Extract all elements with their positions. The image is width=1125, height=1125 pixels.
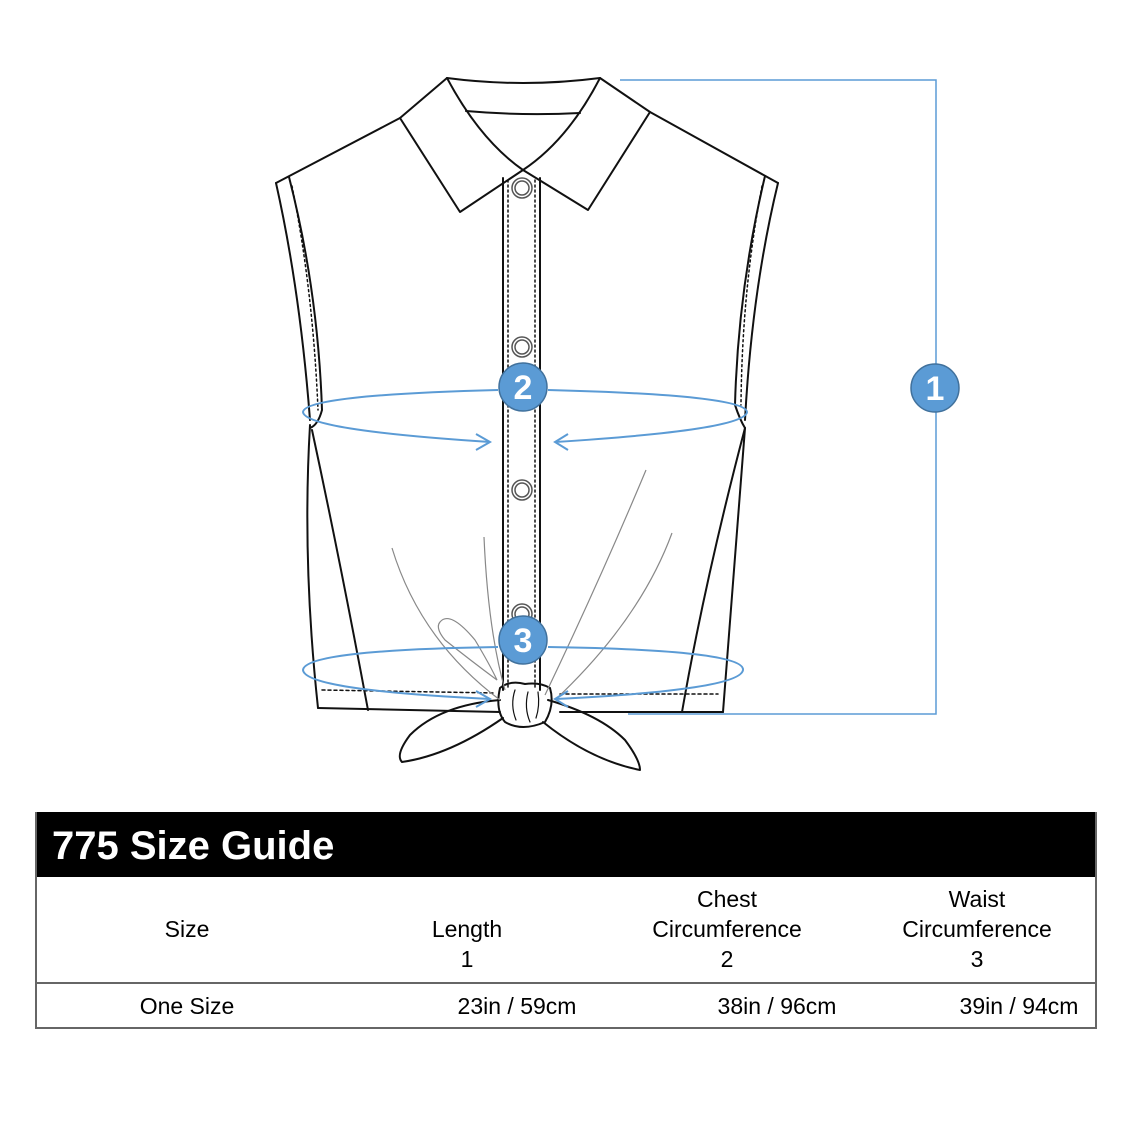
waist-measure-ellipse xyxy=(301,646,744,708)
button-icon xyxy=(511,177,533,199)
header-length: Length 1 xyxy=(387,914,547,974)
table-row: One Size 23in / 59cm 38in / 96cm 39in / … xyxy=(37,984,1095,1027)
marker-2-badge: 2 xyxy=(498,362,548,412)
header-waist: Waist Circumference 3 xyxy=(877,884,1077,974)
size-guide-title-bar: 775 Size Guide xyxy=(37,812,1095,877)
header-chest-label-2: Circumference xyxy=(652,916,802,942)
marker-3-label: 3 xyxy=(514,622,533,660)
size-guide-title: 775 Size Guide xyxy=(52,824,335,868)
header-waist-marker: 3 xyxy=(970,946,984,972)
drape-lines xyxy=(391,469,673,701)
arrow-left-icon xyxy=(553,433,569,451)
garment-diagram: 1 2 3 xyxy=(275,77,960,771)
marker-1-badge: 1 xyxy=(910,363,960,413)
size-guide-table: 775 Size Guide Size Length 1 Chest Circu… xyxy=(35,812,1097,1029)
header-chest-label-1: Chest xyxy=(696,886,758,912)
header-chest: Chest Circumference 2 xyxy=(627,884,827,974)
arrow-right-icon xyxy=(475,433,493,451)
cell-size: One Size xyxy=(139,993,235,1019)
header-length-label: Length xyxy=(431,916,503,942)
marker-2-label: 2 xyxy=(514,369,533,407)
marker-1-label: 1 xyxy=(926,370,945,408)
marker-3-badge: 3 xyxy=(498,615,548,665)
arrow-right-icon xyxy=(475,690,493,708)
header-chest-marker: 2 xyxy=(720,946,734,972)
header-size: Size xyxy=(107,914,267,944)
cell-waist: 39in / 94cm xyxy=(959,993,1079,1019)
button-icon xyxy=(511,479,533,501)
header-waist-label-2: Circumference xyxy=(902,916,1052,942)
cell-chest: 38in / 96cm xyxy=(717,993,837,1019)
arrow-left-icon xyxy=(553,690,569,708)
length-measure-line xyxy=(620,79,937,715)
header-length-marker: 1 xyxy=(460,946,474,972)
header-size-label: Size xyxy=(164,916,210,942)
cell-length: 23in / 59cm xyxy=(457,993,577,1019)
button-icon xyxy=(511,336,533,358)
chest-measure-ellipse xyxy=(301,389,749,451)
header-waist-label-1: Waist xyxy=(948,886,1006,912)
shirt-drawing xyxy=(275,77,779,771)
table-header-row: Size Length 1 Chest Circumference 2 Wais… xyxy=(37,877,1095,984)
